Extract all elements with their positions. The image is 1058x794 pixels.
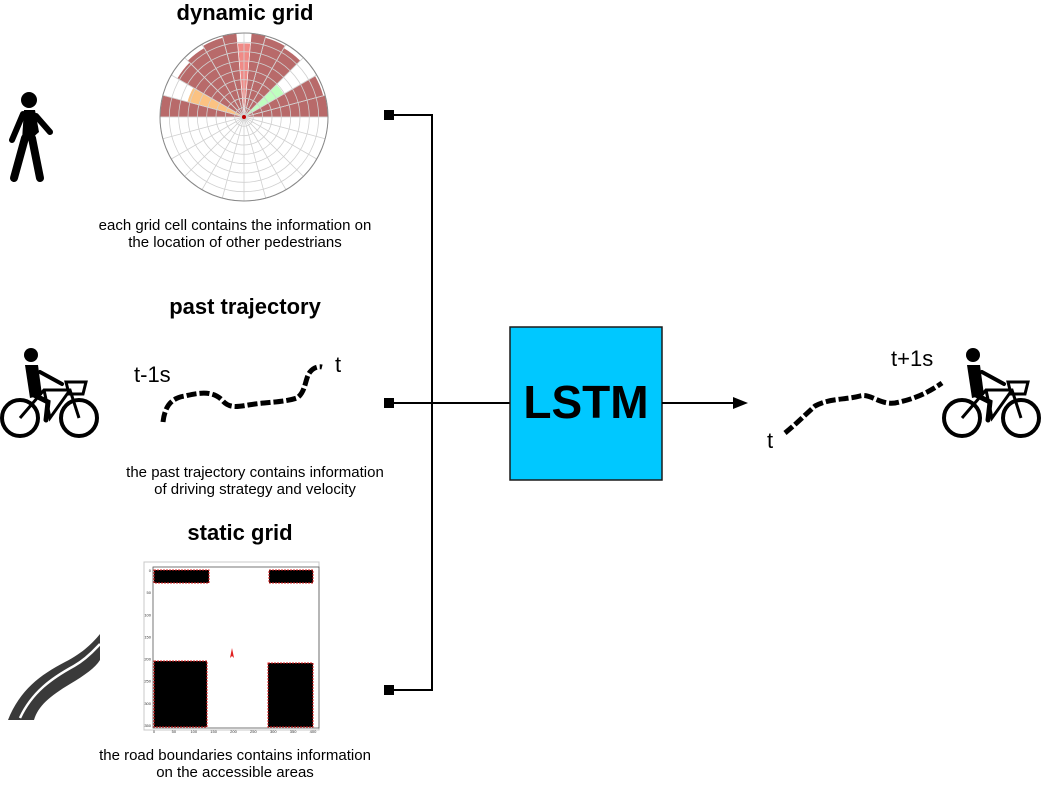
dynamic-grid-caption-line2: the location of other pedestrians xyxy=(128,234,342,251)
dynamic-grid-caption-line1: each grid cell contains the information … xyxy=(98,217,372,234)
static-y-tick-label: 50 xyxy=(147,590,152,595)
input-node-past-trajectory xyxy=(384,398,394,408)
past-trajectory-start-label: t-1s xyxy=(134,362,171,387)
polar-spoke xyxy=(162,94,245,118)
polar-spoke xyxy=(184,116,245,177)
polar-spoke xyxy=(243,116,317,160)
past-trajectory-path xyxy=(160,364,323,423)
polar-spoke xyxy=(243,57,304,118)
dynamic-grid-chart xyxy=(159,32,329,202)
static-grid-caption: the road boundaries contains information… xyxy=(60,747,410,781)
static-grid-caption-line2: on the accessible areas xyxy=(156,764,314,781)
ego-marker xyxy=(242,115,246,119)
static-x-tick-label: 250 xyxy=(250,729,257,734)
static-y-tick-label: 0 xyxy=(149,568,152,573)
polar-spoke xyxy=(243,116,326,140)
static-x-tick-label: 0 xyxy=(153,729,156,734)
polar-spoke xyxy=(243,116,304,177)
input-node-static-grid xyxy=(384,685,394,695)
polar-spoke xyxy=(243,35,267,118)
connector-lines xyxy=(389,114,510,691)
polar-spoke xyxy=(243,44,287,118)
static-x-tick-label: 300 xyxy=(270,729,277,734)
pedestrian-icon xyxy=(9,92,53,182)
static-y-tick-label: 150 xyxy=(144,634,151,639)
static-grid-chart: 0 50 100 150 200 250 300 350 400 0 50 100 150 200 250… xyxy=(143,561,320,734)
past-trajectory-caption: the past trajectory contains information… xyxy=(80,464,430,498)
past-trajectory-title: past trajectory xyxy=(169,294,321,319)
input-node-dynamic-grid xyxy=(384,110,394,120)
obstacle-top-left xyxy=(153,569,210,584)
past-trajectory-end-label: t xyxy=(335,352,342,377)
static-x-tick-label: 50 xyxy=(172,729,177,734)
polar-spoke xyxy=(201,116,245,190)
past-trajectory-caption-line1: the past trajectory contains information xyxy=(126,464,384,481)
output-start-label: t xyxy=(767,428,774,453)
polar-spoke xyxy=(243,94,326,118)
static-x-tick-label: 100 xyxy=(190,729,197,734)
past-trajectory-caption-line2: of driving strategy and velocity xyxy=(154,481,356,498)
static-x-tick-label: 400 xyxy=(310,729,317,734)
road-icon xyxy=(8,634,101,720)
static-x-tick-label: 200 xyxy=(230,729,237,734)
predicted-trajectory-path xyxy=(783,380,944,435)
static-y-tick-label: 250 xyxy=(144,679,151,684)
output-end-label: t+1s xyxy=(891,346,934,371)
dynamic-grid-caption: each grid cell contains the information … xyxy=(60,217,410,251)
polar-spoke xyxy=(171,74,245,118)
polar-spoke xyxy=(171,116,245,160)
static-x-tick-label: 150 xyxy=(210,729,217,734)
static-y-tick-label: 300 xyxy=(144,701,151,706)
polar-spoke xyxy=(243,74,317,118)
static-y-tick-label: 100 xyxy=(144,612,151,617)
static-y-tick-label: 350 xyxy=(144,723,151,728)
polar-spoke xyxy=(243,116,267,199)
polar-spoke xyxy=(221,35,245,118)
obstacle-bottom-left xyxy=(153,660,208,728)
polar-outer-ring xyxy=(159,32,329,202)
lstm-label: LSTM xyxy=(523,376,649,428)
lstm-box xyxy=(509,326,663,481)
static-grid-title: static grid xyxy=(187,520,293,545)
polar-spoke xyxy=(221,116,245,199)
dynamic-grid-title: dynamic grid xyxy=(176,0,314,25)
output-arrow xyxy=(662,397,748,409)
polar-spoke xyxy=(162,116,245,140)
static-grid-caption-line1: the road boundaries contains information xyxy=(99,747,371,764)
ego-arrow-marker xyxy=(230,648,234,658)
static-y-tick-label: 200 xyxy=(144,657,151,662)
static-x-tick-label: 350 xyxy=(290,729,297,734)
cyclist-icon xyxy=(0,348,99,438)
polar-spoke xyxy=(184,57,245,118)
obstacle-bottom-right xyxy=(267,662,314,728)
obstacle-top-right xyxy=(268,569,314,584)
cyclist-output-icon xyxy=(942,348,1041,438)
polar-spoke xyxy=(243,116,287,190)
polar-spoke xyxy=(201,44,245,118)
